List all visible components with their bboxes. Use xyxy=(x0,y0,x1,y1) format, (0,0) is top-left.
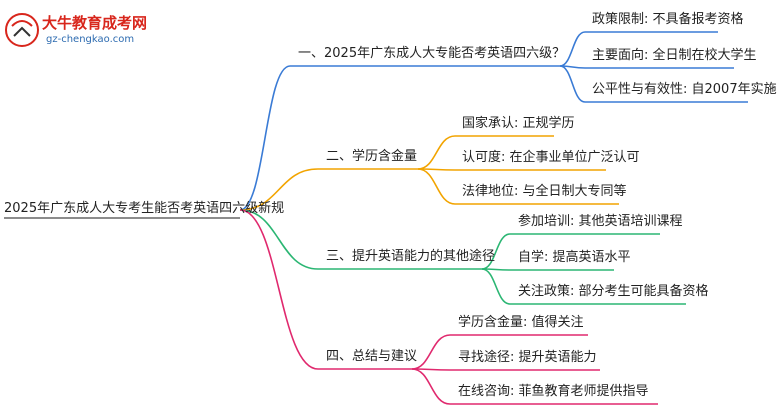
branch-1-child-1: 政策限制: 不具备报考资格 xyxy=(592,12,744,27)
branch-2-child-3: 法律地位: 与全日制大专同等 xyxy=(462,184,627,199)
brand-logo: 大牛教育成考网 gz-chengkao.com xyxy=(4,10,164,54)
branch-1-child-3-link xyxy=(559,65,586,103)
branch-4-child-1-link xyxy=(411,334,451,370)
branch-4-label: 四、总结与建议 xyxy=(326,349,418,364)
branch-3-link xyxy=(239,209,319,270)
branch-3-child-3: 关注政策: 部分考生可能具备资格 xyxy=(518,284,709,299)
branch-2-child-1: 国家承认: 正规学历 xyxy=(462,116,575,131)
root-topic: 2025年广东成人大专考生能否考英语四六级新规 xyxy=(4,201,285,216)
branch-4-child-2: 寻找途径: 提升英语能力 xyxy=(458,350,597,365)
connector-lines xyxy=(4,31,748,405)
branch-1-child-3: 公平性与有效性: 自2007年实施 xyxy=(592,82,777,97)
branch-4-child-3: 在线咨询: 菲鱼教育老师提供指导 xyxy=(458,384,649,399)
branch-1-link xyxy=(239,65,291,211)
branch-2-child-1-link xyxy=(417,135,456,170)
branch-3-child-3-link xyxy=(481,268,511,305)
branch-2-link xyxy=(239,168,319,211)
branch-4-child-1: 学历含金量: 值得关注 xyxy=(458,315,584,330)
branch-3-child-1: 参加培训: 其他英语培训课程 xyxy=(518,214,683,229)
branch-3-child-2: 自学: 提高英语水平 xyxy=(518,250,631,265)
brand-url: gz-chengkao.com xyxy=(46,34,135,45)
brand-name: 大牛教育成考网 xyxy=(42,14,148,32)
branch-1-label: 一、2025年广东成人大专能否考英语四六级？ xyxy=(298,46,566,61)
branch-4-link xyxy=(239,209,319,370)
branch-3-label: 三、提升英语能力的其他途径 xyxy=(326,249,496,264)
branch-2-child-3-link xyxy=(417,168,456,205)
branch-2-child-2: 认可度: 在企事业单位广泛认可 xyxy=(462,150,640,165)
branch-2-label: 二、学历含金量 xyxy=(326,149,418,164)
branch-4-child-3-link xyxy=(411,368,451,405)
bull-logo-icon xyxy=(5,13,39,47)
mindmap-canvas: 大牛教育成考网 gz-chengkao.com 2025年广东成人大专考生能否考… xyxy=(4,10,777,405)
branch-1-child-2: 主要面向: 全日制在校大学生 xyxy=(592,48,757,63)
branch-3-child-1-link xyxy=(481,233,511,270)
branch-1-child-1-link xyxy=(559,31,586,67)
